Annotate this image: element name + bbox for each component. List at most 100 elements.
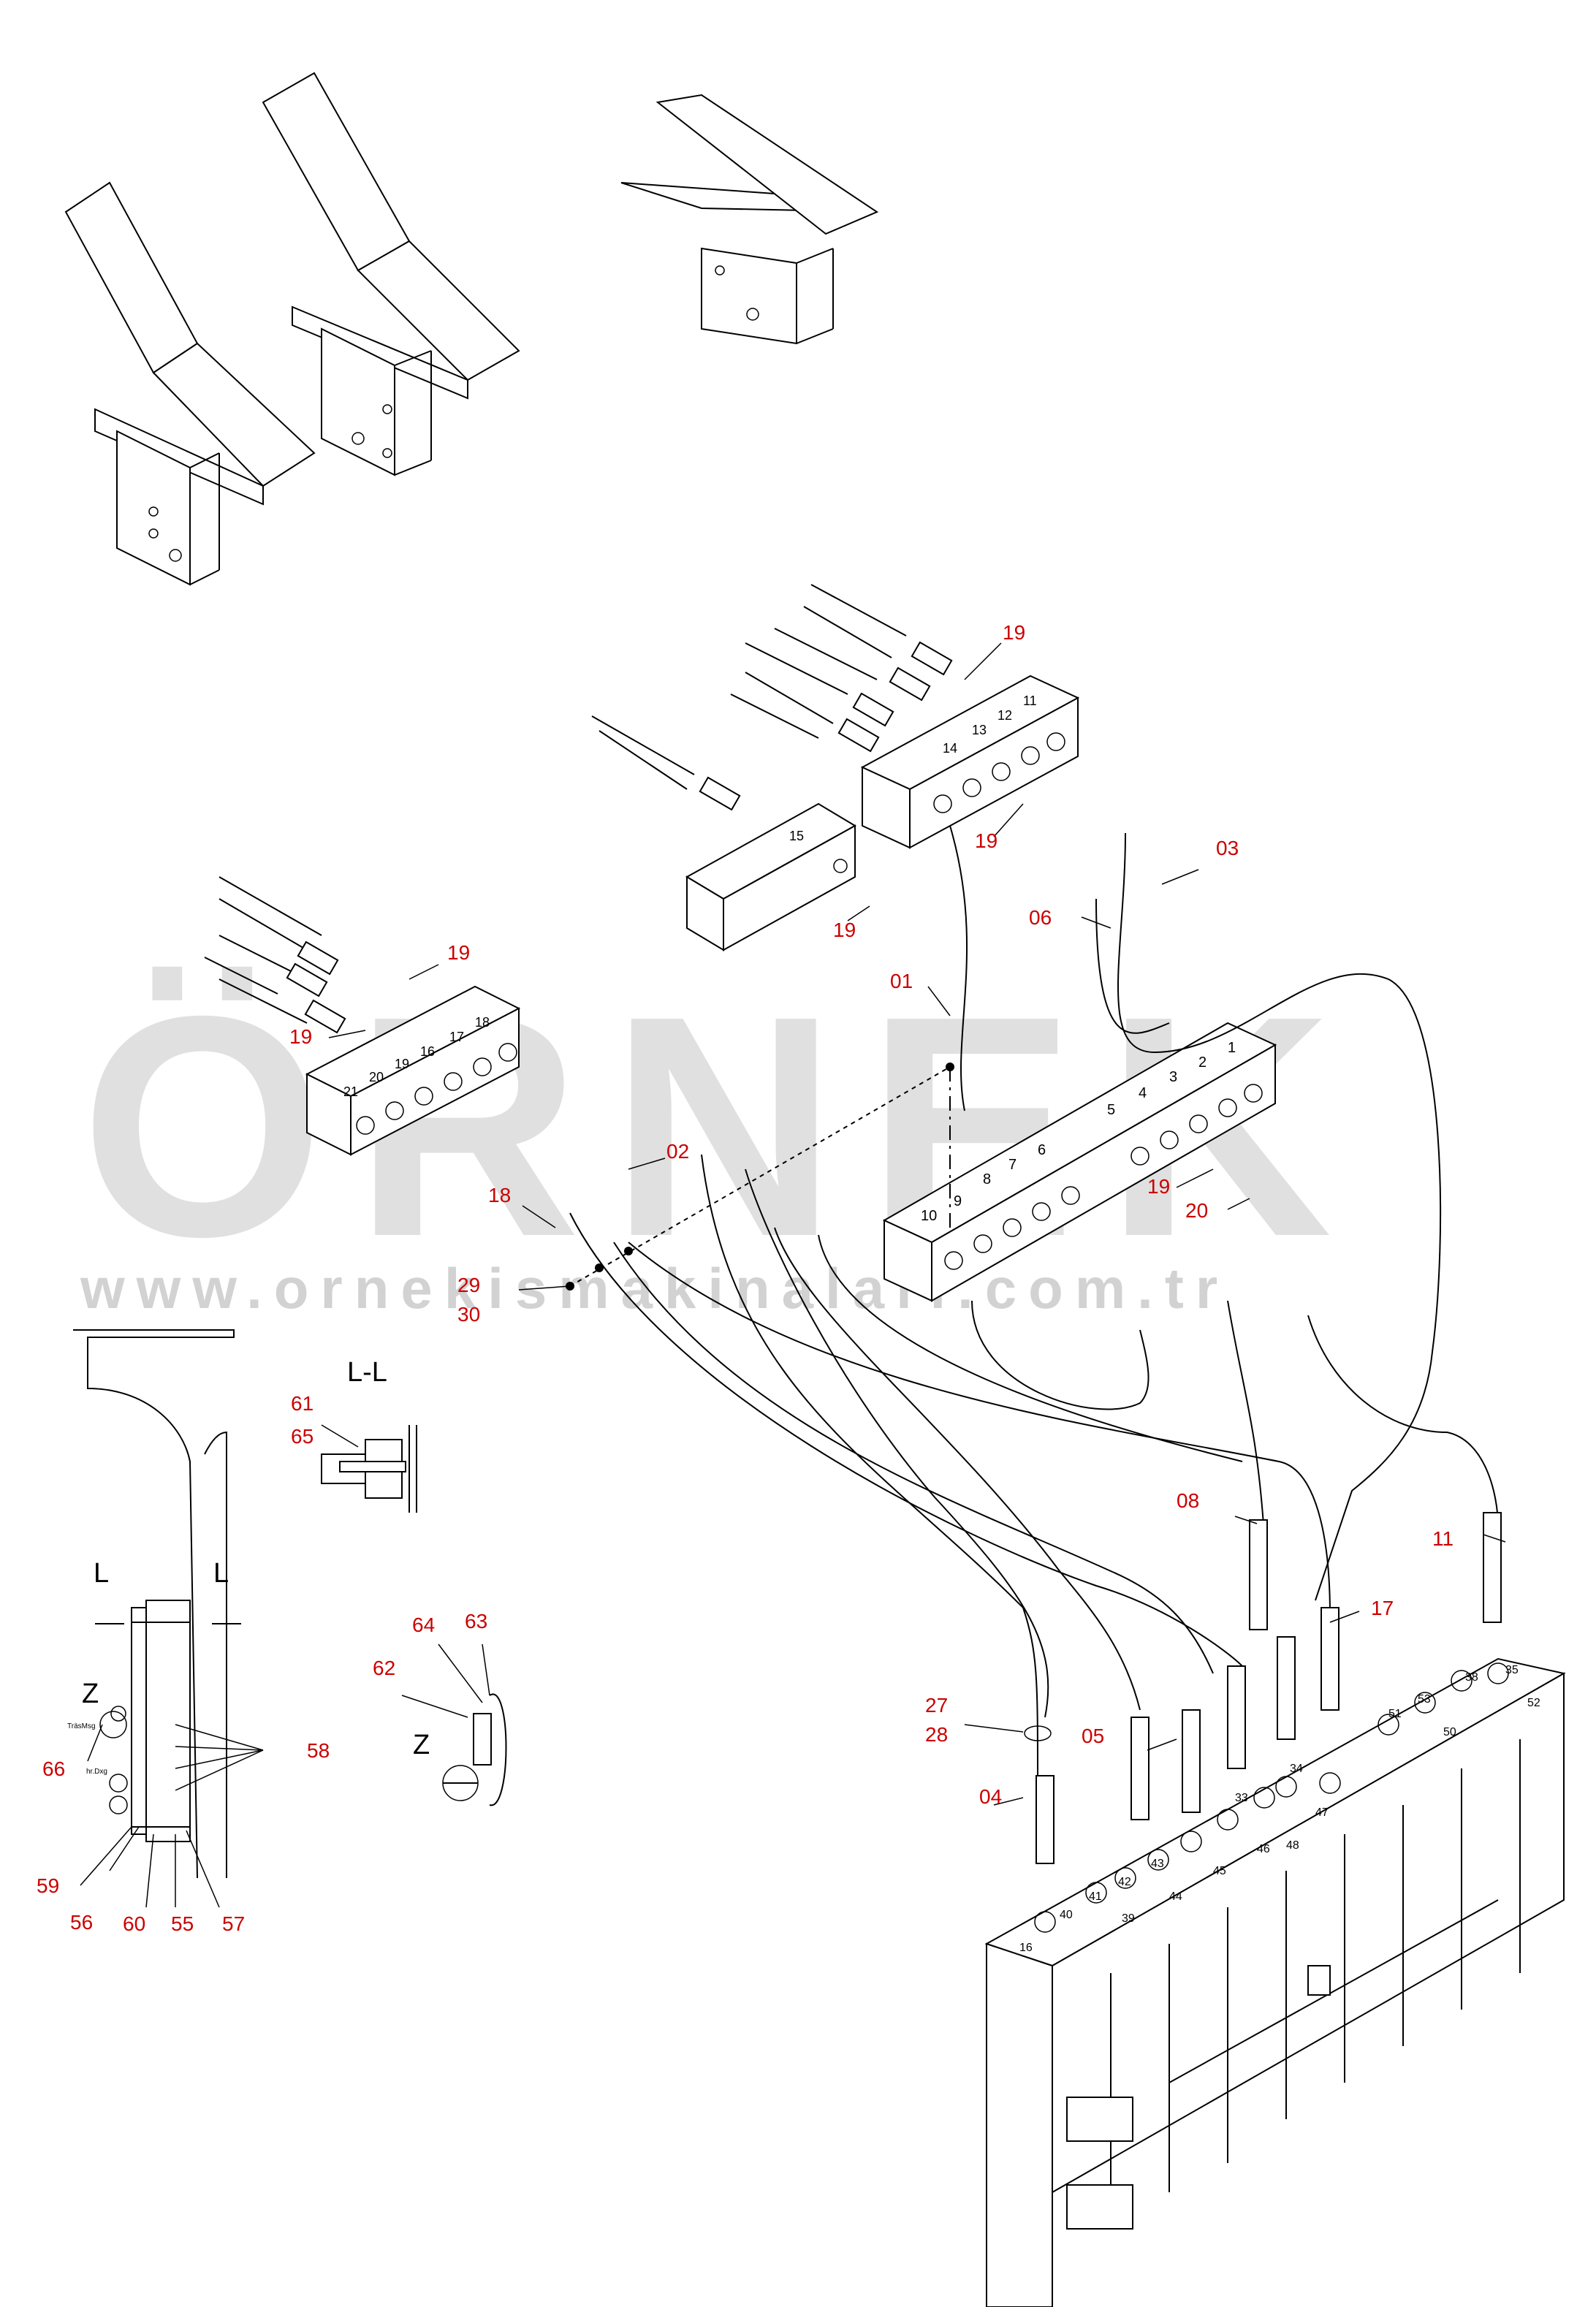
block-top: 14 13 12 11	[860, 674, 1080, 849]
routed-hoses	[569, 825, 1499, 1784]
callout-59: 59	[37, 1874, 59, 1897]
section-label-l-right: L	[213, 1558, 229, 1589]
svg-text:7: 7	[1008, 1157, 1016, 1173]
block-top-numbers: 14 13 12 11	[943, 693, 1037, 756]
callout-57: 57	[222, 1912, 245, 1935]
callout-29: 29	[457, 1274, 480, 1296]
callout-27: 27	[925, 1694, 948, 1717]
svg-text:42: 42	[1118, 1876, 1131, 1888]
callout-30: 30	[457, 1303, 480, 1326]
svg-text:43: 43	[1151, 1858, 1164, 1870]
pedal-right	[620, 94, 879, 345]
svg-text:17: 17	[449, 1030, 464, 1044]
callout-28: 28	[925, 1723, 948, 1746]
watermark-url: www.ornekismakinalari.com.tr	[80, 1256, 1229, 1320]
callout-19-top-block: 19	[975, 829, 997, 852]
svg-text:4: 4	[1139, 1085, 1147, 1101]
svg-text:48: 48	[1286, 1839, 1299, 1852]
callout-17: 17	[1371, 1597, 1394, 1619]
svg-text:10: 10	[921, 1208, 937, 1224]
svg-text:46: 46	[1257, 1843, 1270, 1855]
svg-text:19: 19	[395, 1057, 409, 1071]
block-15: 15	[685, 802, 856, 951]
valve-bank-numbers: 16 40 41 42 43 39 44 45 46 47 48 33 34 5…	[1019, 1664, 1540, 1954]
block-big-numbers: 1 2 3 4 5 6 7 8 9 10	[921, 1040, 1236, 1224]
callout-05: 05	[1082, 1725, 1104, 1747]
svg-text:9: 9	[954, 1193, 962, 1209]
svg-text:34: 34	[1290, 1763, 1303, 1775]
svg-text:21: 21	[343, 1084, 358, 1099]
callout-01: 01	[890, 970, 913, 992]
valve-bank-hoses	[1036, 1512, 1502, 1864]
callout-61: 61	[291, 1392, 314, 1415]
svg-text:2: 2	[1198, 1054, 1206, 1071]
svg-text:11: 11	[1023, 693, 1037, 708]
detail-small-text-b: hr.Dxg	[86, 1768, 107, 1776]
callout-55: 55	[171, 1912, 194, 1935]
svg-text:51: 51	[1388, 1708, 1402, 1720]
detail-section-l: L L Z TräsMsg hr.Dxg	[67, 1329, 241, 1879]
svg-text:16: 16	[1019, 1942, 1033, 1954]
valve-bank: 16 40 41 42 43 39 44 45 46 47 48 33 34 5…	[984, 1657, 1566, 2307]
callout-60: 60	[123, 1912, 145, 1935]
section-label-ll: L-L	[347, 1357, 387, 1388]
svg-text:53: 53	[1418, 1693, 1431, 1706]
section-label-z-detail: Z	[413, 1730, 430, 1760]
callout-63: 63	[465, 1610, 487, 1633]
pedal-left	[64, 181, 316, 586]
callout-19-left-upper: 19	[447, 941, 470, 964]
svg-text:18: 18	[475, 1015, 490, 1030]
svg-text:6: 6	[1038, 1142, 1046, 1158]
svg-text:33: 33	[1235, 1792, 1248, 1804]
callout-labels: 19 19 03 06 19 01 19 19 02 18 19 20 29 3…	[37, 621, 1454, 1935]
svg-text:16: 16	[420, 1044, 435, 1059]
block-15-number: 15	[789, 829, 804, 843]
svg-text:5: 5	[1107, 1102, 1115, 1118]
callout-58: 58	[307, 1739, 330, 1762]
joint-markers	[566, 1063, 1052, 1741]
svg-text:13: 13	[972, 723, 987, 737]
callout-62: 62	[373, 1657, 395, 1679]
callout-11: 11	[1432, 1527, 1454, 1550]
callout-19-big-block: 19	[1147, 1175, 1170, 1198]
svg-text:52: 52	[1527, 1697, 1540, 1709]
valve-bank-studs	[1034, 1662, 1509, 1933]
detail-small-text-a: TräsMsg	[67, 1722, 96, 1730]
svg-text:20: 20	[369, 1070, 384, 1084]
callout-18: 18	[488, 1184, 511, 1206]
callout-02: 02	[666, 1140, 689, 1163]
callout-19-top: 19	[1003, 621, 1025, 644]
detail-z: Z	[413, 1693, 507, 1806]
callout-04: 04	[979, 1785, 1002, 1808]
callout-06: 06	[1029, 906, 1052, 929]
callout-56: 56	[70, 1911, 93, 1934]
callout-19-left-lower: 19	[289, 1025, 312, 1048]
svg-text:12: 12	[997, 708, 1012, 723]
svg-text:47: 47	[1315, 1806, 1329, 1819]
svg-text:50: 50	[1443, 1726, 1456, 1738]
block-left: 21 20 19 16 17 18	[305, 985, 521, 1156]
svg-text:8: 8	[983, 1171, 991, 1187]
svg-text:40: 40	[1060, 1909, 1073, 1921]
svg-text:3: 3	[1169, 1069, 1177, 1085]
svg-text:35: 35	[1505, 1664, 1519, 1676]
hose-bundles	[204, 584, 953, 1034]
detail-ll: L-L	[321, 1357, 417, 1513]
svg-text:44: 44	[1169, 1890, 1182, 1903]
callout-65: 65	[291, 1425, 314, 1448]
callout-20: 20	[1185, 1199, 1208, 1222]
svg-text:14: 14	[943, 741, 957, 756]
section-label-l-left: L	[94, 1558, 109, 1589]
svg-text:1: 1	[1228, 1040, 1236, 1056]
svg-text:39: 39	[1122, 1912, 1135, 1925]
leader-lines	[80, 642, 1506, 1908]
section-label-z-left: Z	[82, 1679, 99, 1709]
callout-64: 64	[412, 1614, 435, 1636]
callout-03: 03	[1216, 837, 1239, 859]
callout-66: 66	[42, 1757, 65, 1780]
callout-19-block15: 19	[833, 919, 856, 941]
svg-text:41: 41	[1089, 1890, 1102, 1903]
pedal-middle	[262, 72, 520, 476]
svg-text:38: 38	[1465, 1671, 1478, 1684]
